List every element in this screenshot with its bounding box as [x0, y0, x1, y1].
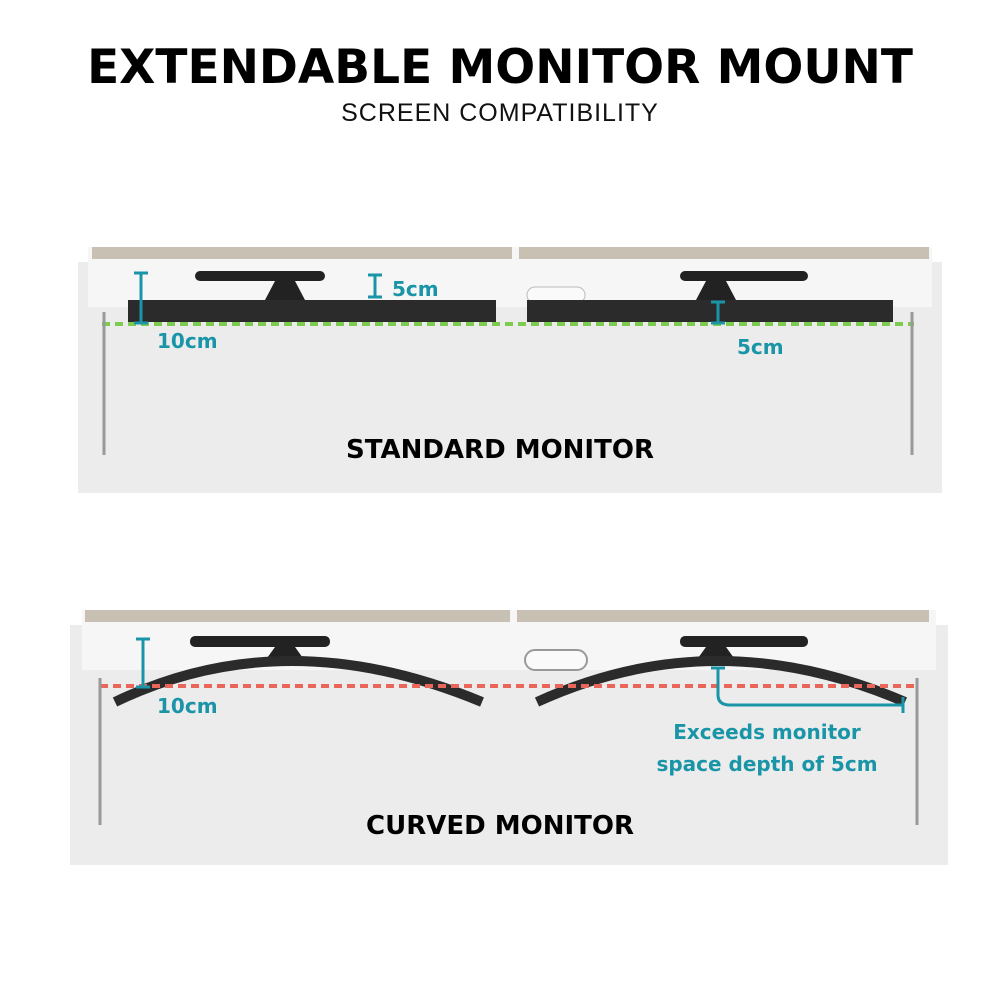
curved-monitor-left [112, 656, 484, 707]
shelf-strip-right [517, 610, 929, 622]
measure-markers [136, 637, 905, 713]
mount-arm-left [195, 271, 325, 281]
shelf-strip-left [92, 247, 512, 259]
stand-right [696, 281, 736, 300]
standard-measure-10cm: 10cm [157, 329, 218, 353]
measure-markers [134, 271, 725, 325]
exceeds-note-line1: Exceeds monitor [673, 720, 861, 744]
mount-arm-right [680, 271, 808, 281]
standard-monitor-illustration [78, 247, 942, 493]
mount-arm-right [680, 636, 808, 647]
shelf-strip-right [519, 247, 929, 259]
standard-measure-right-5cm: 5cm [737, 335, 784, 359]
mount-arm-left [190, 636, 330, 647]
curved-measure-10cm: 10cm [157, 694, 218, 718]
standard-monitor-label: STANDARD MONITOR [346, 435, 654, 465]
page-title: EXTENDABLE MONITOR MOUNT [87, 40, 913, 95]
handle [524, 649, 588, 671]
curved-monitor-right [534, 656, 907, 707]
shelf-strip-left [85, 610, 510, 622]
exceeds-note: Exceeds monitor space depth of 5cm [617, 716, 917, 780]
curved-monitor-label: CURVED MONITOR [366, 811, 634, 841]
stand-left [265, 281, 305, 300]
exceeds-note-line2: space depth of 5cm [656, 752, 878, 776]
monitor-left [128, 300, 496, 322]
page-subtitle: SCREEN COMPATIBILITY [341, 99, 659, 127]
curved-monitor-illustration [70, 610, 948, 865]
monitor-right [527, 300, 893, 322]
standard-measure-top-5cm: 5cm [392, 277, 439, 301]
